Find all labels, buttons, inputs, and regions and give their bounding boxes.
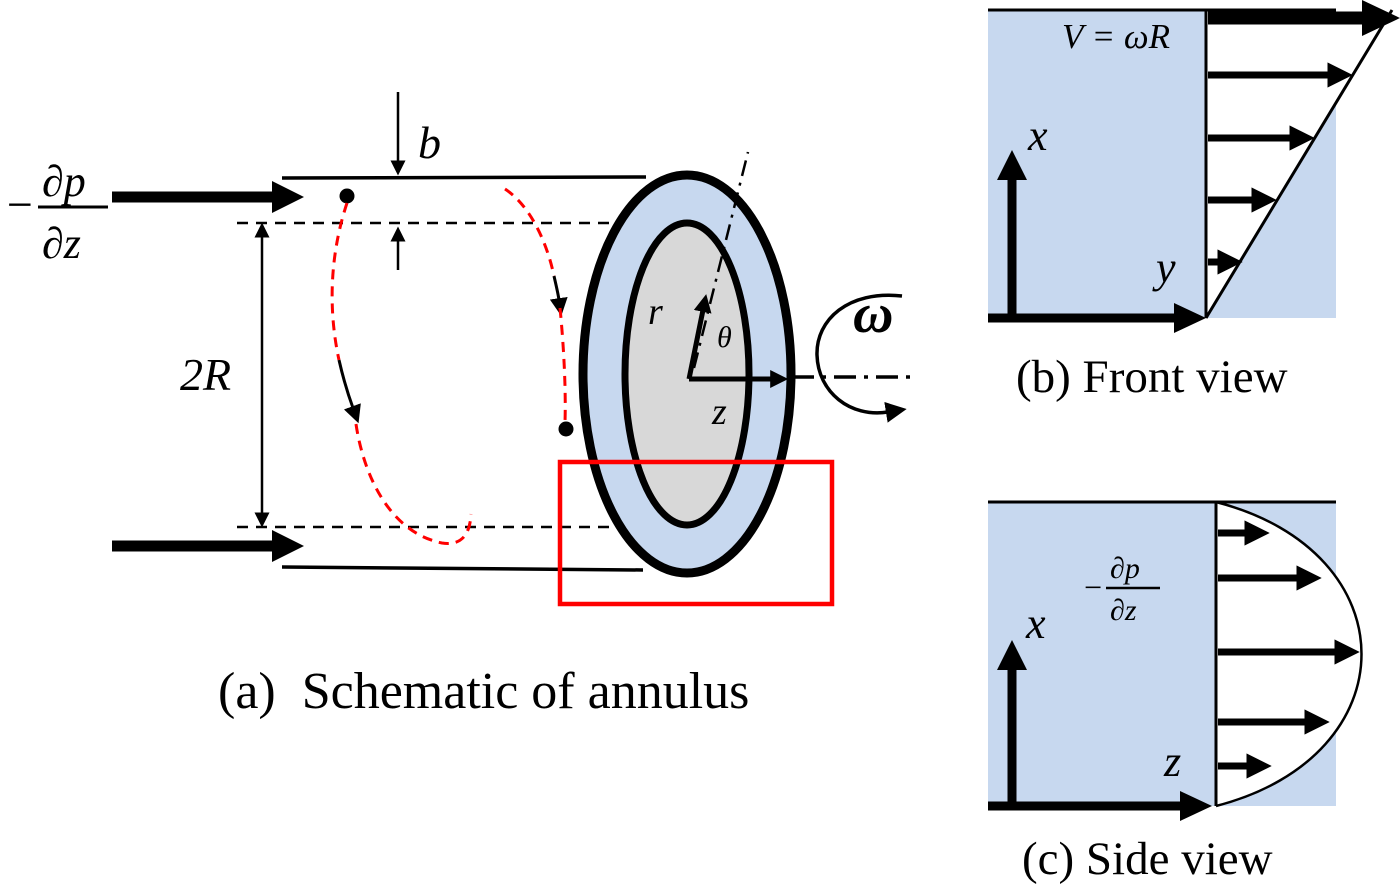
pressure-numerator: ∂p [42, 157, 86, 206]
streamline-red-segment-4 [558, 307, 567, 423]
inflow-arrow-top-head [272, 181, 304, 213]
inflow-arrow-top [112, 181, 304, 213]
pressure-minus-sign: − [4, 179, 35, 230]
axis-label-x-front: x [1027, 111, 1048, 160]
streamline-arrow-1 [337, 359, 361, 424]
streamline-red-segment-3 [504, 187, 556, 277]
streamline-end-dot [558, 421, 574, 437]
inflow-arrow-bottom [112, 530, 304, 562]
axis-x-front-head [997, 150, 1027, 180]
inflow-arrow-bottom-head [272, 530, 304, 562]
axis-r-arrow [686, 294, 712, 380]
streamline-red-segment-2 [354, 423, 473, 545]
pressure-minus-sign-c: − [1082, 569, 1104, 605]
wall-velocity-label: V = ωR [1062, 17, 1170, 56]
omega-label: ω [853, 283, 894, 345]
pressure-denominator-c: ∂z [1110, 594, 1137, 627]
axis-label-x-side: x [1025, 599, 1046, 648]
panel-a: − ∂p ∂z b 2R [4, 92, 912, 720]
panel-b: x y V = ωR (b) Front view [988, 0, 1400, 403]
axis-label-theta: θ [717, 321, 732, 354]
caption-b: (b) Front view [1016, 351, 1288, 403]
axis-x-front [997, 150, 1027, 322]
axis-label-z-side: z [1163, 737, 1181, 786]
gap-label-b: b [418, 117, 441, 168]
cylinder-bottom-line [281, 565, 644, 572]
axis-label-y-front: y [1152, 243, 1176, 292]
axis-z-side [988, 791, 1212, 821]
streamline-start-dot [339, 188, 355, 204]
axis-label-r: r [648, 291, 663, 333]
streamline-arrow-2 [549, 275, 568, 317]
wall-velocity-arrow-head [1362, 0, 1400, 36]
panel-c: − ∂p ∂z x z (c) Side view [988, 500, 1363, 885]
axis-x-side [997, 640, 1027, 810]
pressure-gradient-label-a: − ∂p ∂z [4, 157, 108, 268]
caption-a: (a) Schematic of annulus [218, 663, 749, 720]
diameter-label-2R: 2R [180, 349, 231, 400]
wall-velocity-arrow [1208, 0, 1400, 36]
pressure-denominator: ∂z [42, 219, 81, 268]
caption-c: (c) Side view [1022, 833, 1273, 885]
inner-cylinder-ellipse [621, 219, 753, 529]
axis-label-z: z [711, 391, 727, 433]
reference-dashed-line [692, 151, 750, 369]
pressure-gradient-label-c: − ∂p ∂z [1082, 552, 1160, 627]
axis-z-side-head [1180, 791, 1212, 821]
parabolic-profile-line [1215, 500, 1363, 808]
cylinder-top-line [281, 175, 647, 180]
axis-x-side-head [997, 640, 1027, 670]
helical-streamline [330, 187, 574, 545]
streamline-red-segment-1 [330, 202, 349, 361]
axis-y-front [988, 303, 1206, 333]
axis-y-front-head [1174, 303, 1206, 333]
highlight-box [557, 459, 835, 607]
pressure-numerator-c: ∂p [1110, 552, 1140, 585]
rotation-arrow [815, 293, 907, 423]
